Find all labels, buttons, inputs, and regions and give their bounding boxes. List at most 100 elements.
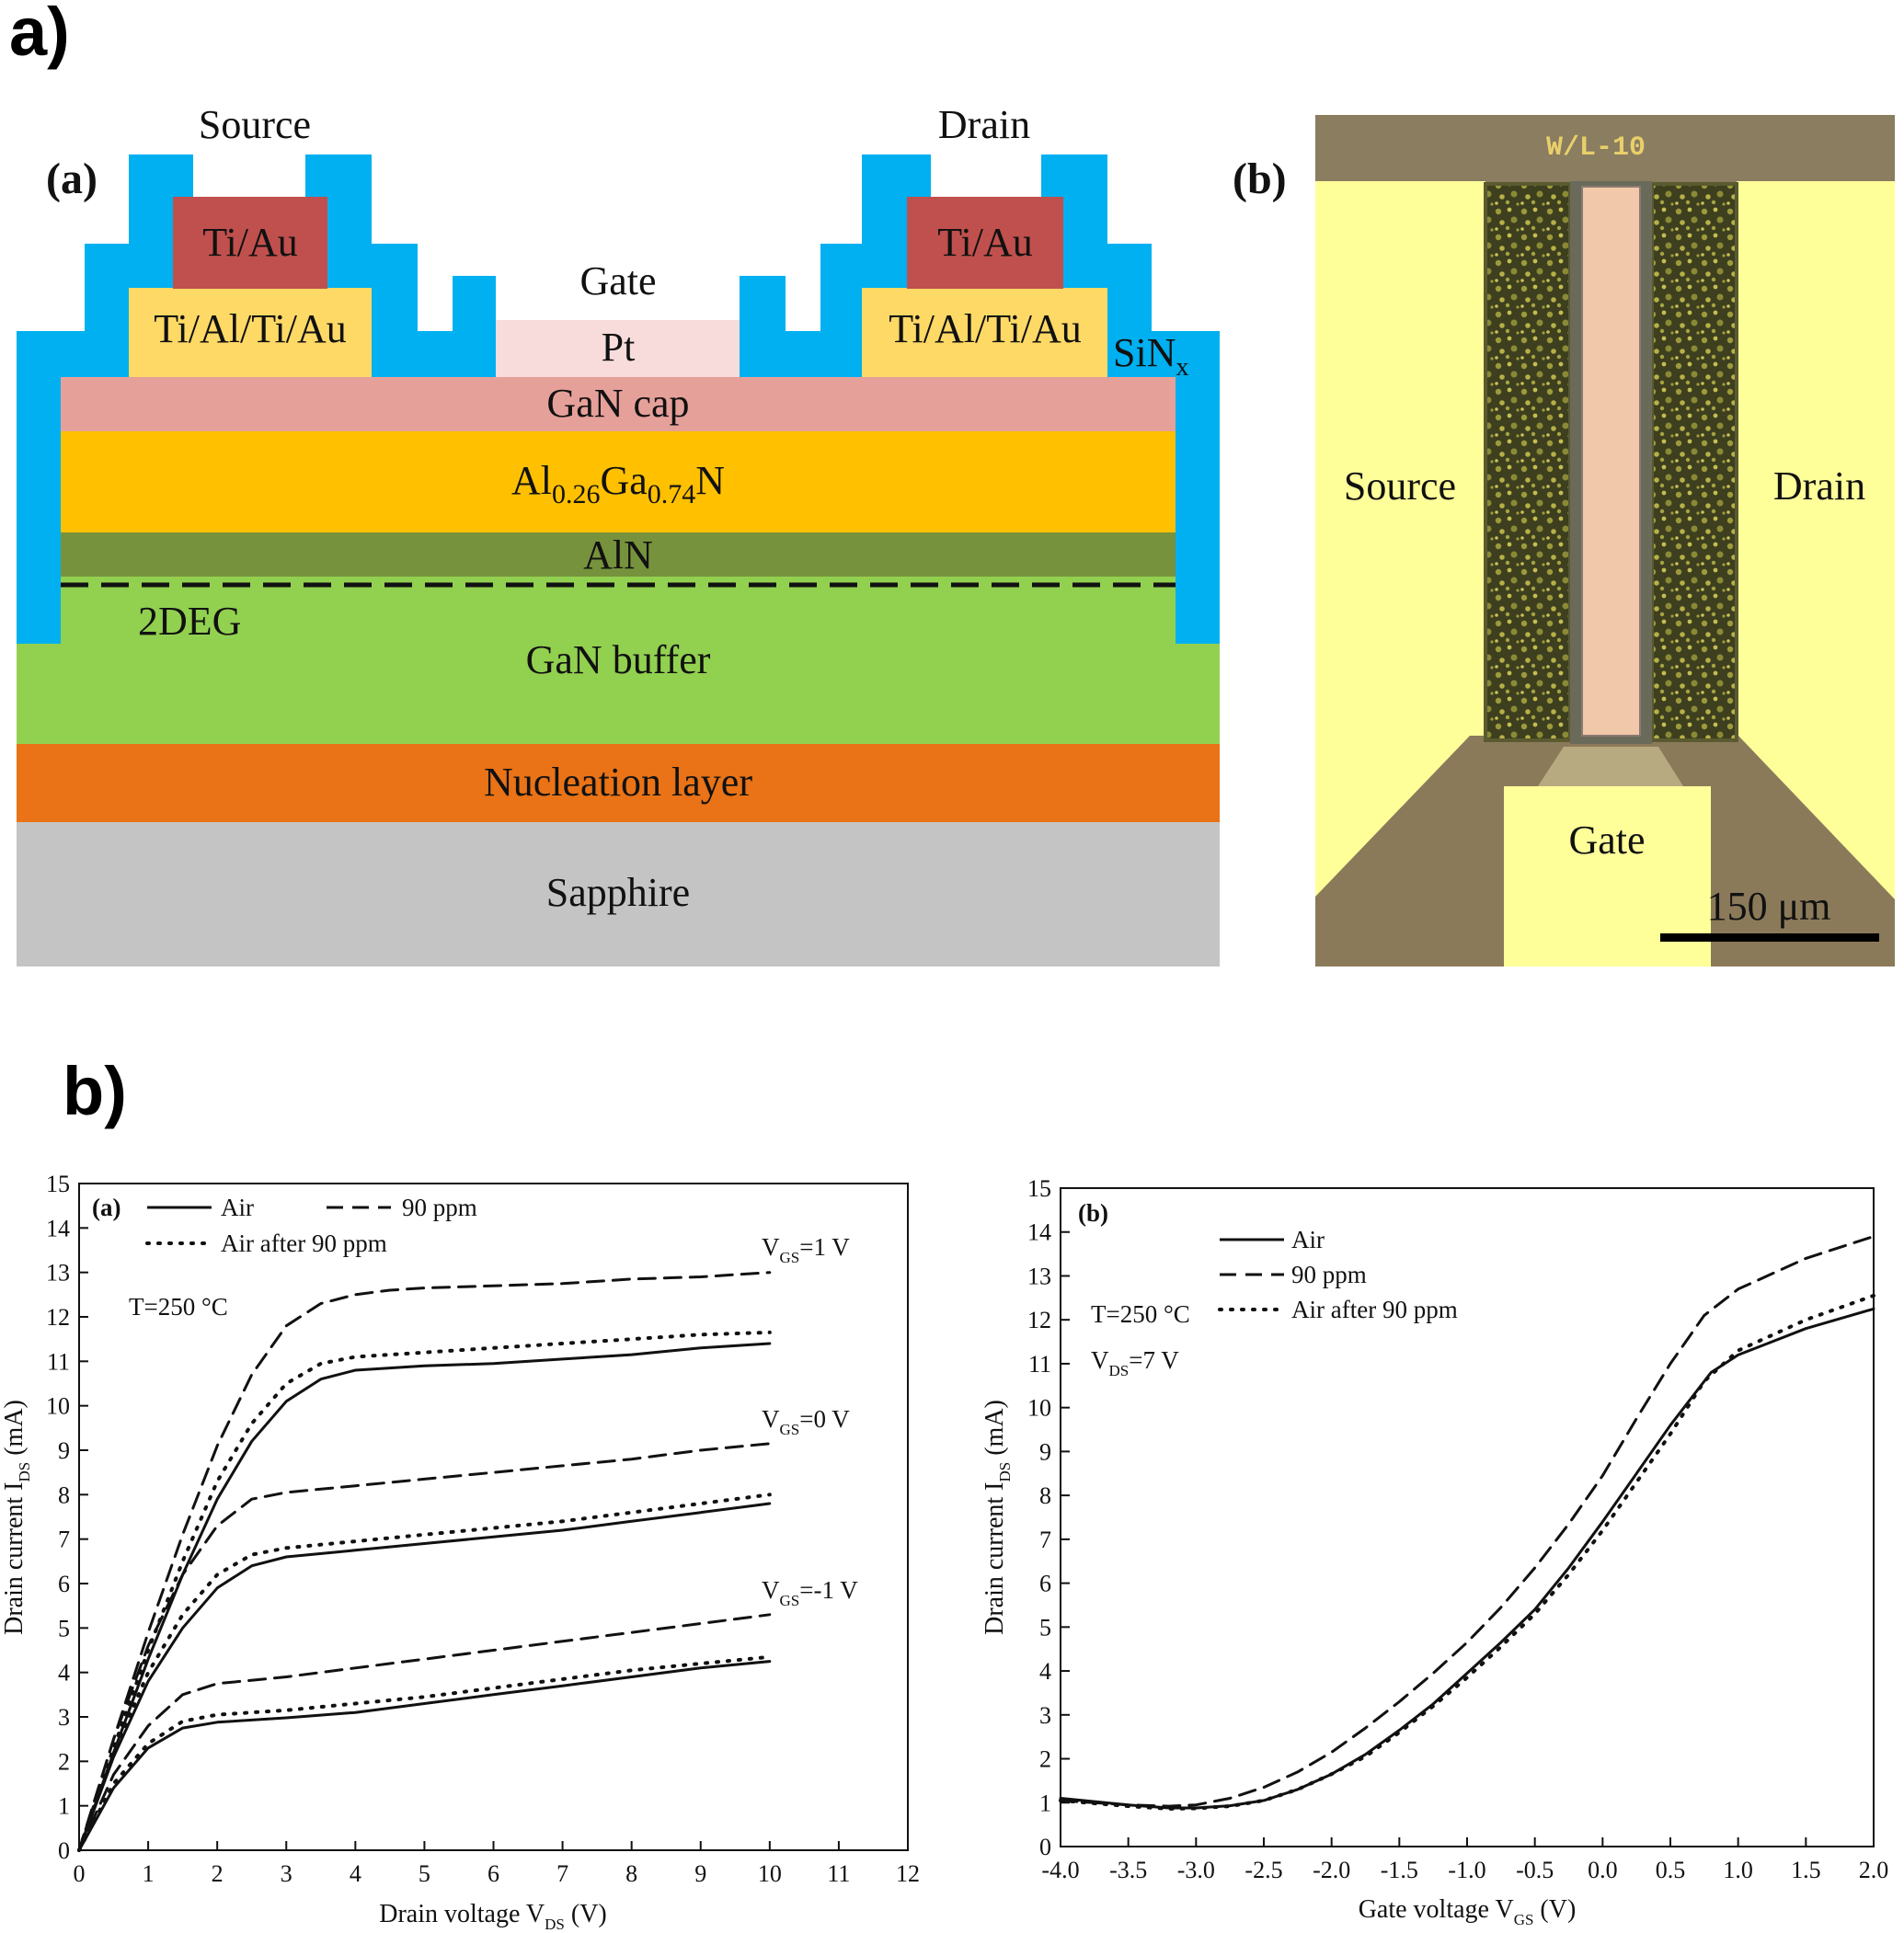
chart2-xlabel-sub: GS bbox=[1514, 1911, 1534, 1928]
aln-label: AlN bbox=[583, 532, 653, 578]
chart1-ylabel-rest: (mA) bbox=[0, 1400, 29, 1462]
chart2-xlabel-rest: (V) bbox=[1533, 1895, 1576, 1924]
chart2-xtick-label: 0.0 bbox=[1588, 1857, 1618, 1883]
algan-al: Al bbox=[511, 458, 552, 503]
vgs1-main: V bbox=[762, 1233, 780, 1261]
gan-buffer-label: GaN buffer bbox=[526, 637, 711, 682]
chart2-ytick-label: 0 bbox=[1039, 1834, 1051, 1860]
chart1-ytick-label: 14 bbox=[46, 1215, 70, 1241]
gate-pt-label: Pt bbox=[602, 325, 636, 370]
chart2-series-dotted bbox=[1059, 1293, 1875, 1811]
gan-cap-layer bbox=[61, 377, 1176, 431]
drain-label: Drain bbox=[938, 102, 1030, 147]
chart2-ytick-label: 2 bbox=[1039, 1746, 1051, 1773]
chart1-series-dashed bbox=[77, 1442, 772, 1852]
chart2-xtick-label: -4.0 bbox=[1041, 1857, 1079, 1883]
chart2-xtick-label: 2.0 bbox=[1859, 1857, 1889, 1883]
chart1-ytick-label: 0 bbox=[58, 1837, 70, 1864]
micro-drain-label: Drain bbox=[1773, 463, 1865, 509]
micro-source-label: Source bbox=[1344, 463, 1456, 509]
algan-label: Al0.26Ga0.74N bbox=[511, 458, 725, 509]
panel-a-letter: a) bbox=[9, 0, 70, 70]
chart2-series-dashed bbox=[1059, 1235, 1875, 1808]
chart2-xtick-label: -3.0 bbox=[1177, 1857, 1215, 1883]
chart2-vds-sub: DS bbox=[1109, 1362, 1130, 1379]
chart1-xtick-label: 1 bbox=[143, 1860, 155, 1887]
chart2-ytick-label: 4 bbox=[1039, 1658, 1051, 1685]
chart1-series bbox=[77, 1271, 772, 1852]
sapphire-label: Sapphire bbox=[546, 870, 690, 915]
chart2-ytick-label: 6 bbox=[1039, 1571, 1051, 1597]
chart1-xtick-label: 10 bbox=[758, 1860, 782, 1887]
chart2-xtick-label: -2.5 bbox=[1244, 1857, 1282, 1883]
chart2-legend-90ppm: 90 ppm bbox=[1291, 1261, 1367, 1288]
drain-tiau-contact bbox=[907, 197, 1063, 289]
drain-pad bbox=[1737, 181, 1895, 899]
chart2-ytick-label: 8 bbox=[1039, 1482, 1051, 1509]
chart2-xtick-label: -3.5 bbox=[1109, 1857, 1147, 1883]
chart1-temp-note: T=250 °C bbox=[129, 1293, 228, 1321]
chart2-ytick-label: 14 bbox=[1027, 1219, 1051, 1246]
chart1-ylabel-sub: DS bbox=[16, 1462, 33, 1482]
twodeg-label: 2DEG bbox=[138, 599, 241, 644]
mask-mark-label: W/L-10 bbox=[1546, 132, 1646, 164]
chart1-legend-after: Air after 90 ppm bbox=[221, 1230, 387, 1257]
chart2-ytick-label: 1 bbox=[1039, 1790, 1051, 1816]
algan-n: N bbox=[695, 458, 725, 503]
sin-right-top bbox=[1152, 331, 1220, 377]
subpanel-label-a: (a) bbox=[46, 154, 97, 203]
chart1-xlabel-main: Drain voltage V bbox=[379, 1900, 545, 1928]
chart2-ytick-label: 7 bbox=[1039, 1527, 1051, 1553]
chart2-xtick-label: -1.0 bbox=[1448, 1857, 1485, 1883]
chart1-series-dotted bbox=[77, 1654, 772, 1852]
panel-b-letter: b) bbox=[63, 1053, 127, 1129]
chart2-ylabel: Drain current IDS (mA) bbox=[981, 1400, 1014, 1635]
chart1-xtick-label: 7 bbox=[556, 1860, 568, 1887]
chart2-xtick-label: -0.5 bbox=[1516, 1857, 1554, 1883]
chart1-ytick-label: 5 bbox=[58, 1615, 70, 1641]
chart1-legend-air: Air bbox=[221, 1194, 254, 1221]
drain-ohmic-label: Ti/Al/Ti/Au bbox=[889, 306, 1082, 351]
chart1-ytick-label: 9 bbox=[58, 1437, 70, 1464]
chart2-ytick-label: 3 bbox=[1039, 1702, 1051, 1729]
chart1-ytick-label: 3 bbox=[58, 1704, 70, 1731]
gate-label: Gate bbox=[579, 258, 656, 303]
chart2-legend-after: Air after 90 ppm bbox=[1291, 1296, 1458, 1323]
source-pad bbox=[1315, 181, 1485, 897]
chart1-series-dotted bbox=[77, 1330, 772, 1852]
algan-al-sub: 0.26 bbox=[552, 479, 601, 509]
chart2-ytick-label: 11 bbox=[1028, 1351, 1051, 1378]
channel-left bbox=[1484, 182, 1572, 742]
source-tiau-contact bbox=[173, 197, 327, 289]
chart1-xtick-label: 12 bbox=[896, 1860, 920, 1887]
chart1-series-dashed bbox=[77, 1613, 772, 1852]
sin-drain-right-step bbox=[1107, 244, 1152, 377]
vgs0-rest: =0 V bbox=[799, 1405, 850, 1433]
chart1-legend-90ppm: 90 ppm bbox=[402, 1194, 477, 1221]
micrograph: W/L-10 Source Drain Gate 150 μm bbox=[1315, 115, 1895, 966]
vgs-label-m1v: VGS=-1 V bbox=[762, 1576, 858, 1609]
chart1-ytick-label: 7 bbox=[58, 1527, 70, 1553]
vgsm1-rest: =-1 V bbox=[799, 1576, 858, 1604]
scale-bar bbox=[1660, 933, 1879, 942]
chart2-subpanel-label: (b) bbox=[1078, 1199, 1108, 1227]
chart2-xtick-label: -1.5 bbox=[1381, 1857, 1418, 1883]
algan-layer bbox=[61, 430, 1176, 532]
chart1-ytick-label: 6 bbox=[58, 1571, 70, 1597]
chart1-ytick-label: 11 bbox=[47, 1348, 70, 1375]
chart2-series-solid bbox=[1059, 1307, 1875, 1810]
source-label: Source bbox=[199, 102, 311, 147]
chart2-ytick-label: 12 bbox=[1027, 1307, 1051, 1333]
chart1-xtick-label: 2 bbox=[212, 1860, 224, 1887]
gate-finger bbox=[1581, 186, 1641, 737]
chart1-series-dotted bbox=[77, 1493, 772, 1852]
drain-tiau-label: Ti/Au bbox=[937, 220, 1033, 265]
sin-label-main: SiN bbox=[1113, 330, 1176, 375]
gate-taper bbox=[1538, 747, 1683, 786]
chart1-series-solid bbox=[77, 1660, 772, 1852]
chart2-series bbox=[1059, 1235, 1875, 1811]
chart2-xtick-label: 1.5 bbox=[1791, 1857, 1821, 1883]
